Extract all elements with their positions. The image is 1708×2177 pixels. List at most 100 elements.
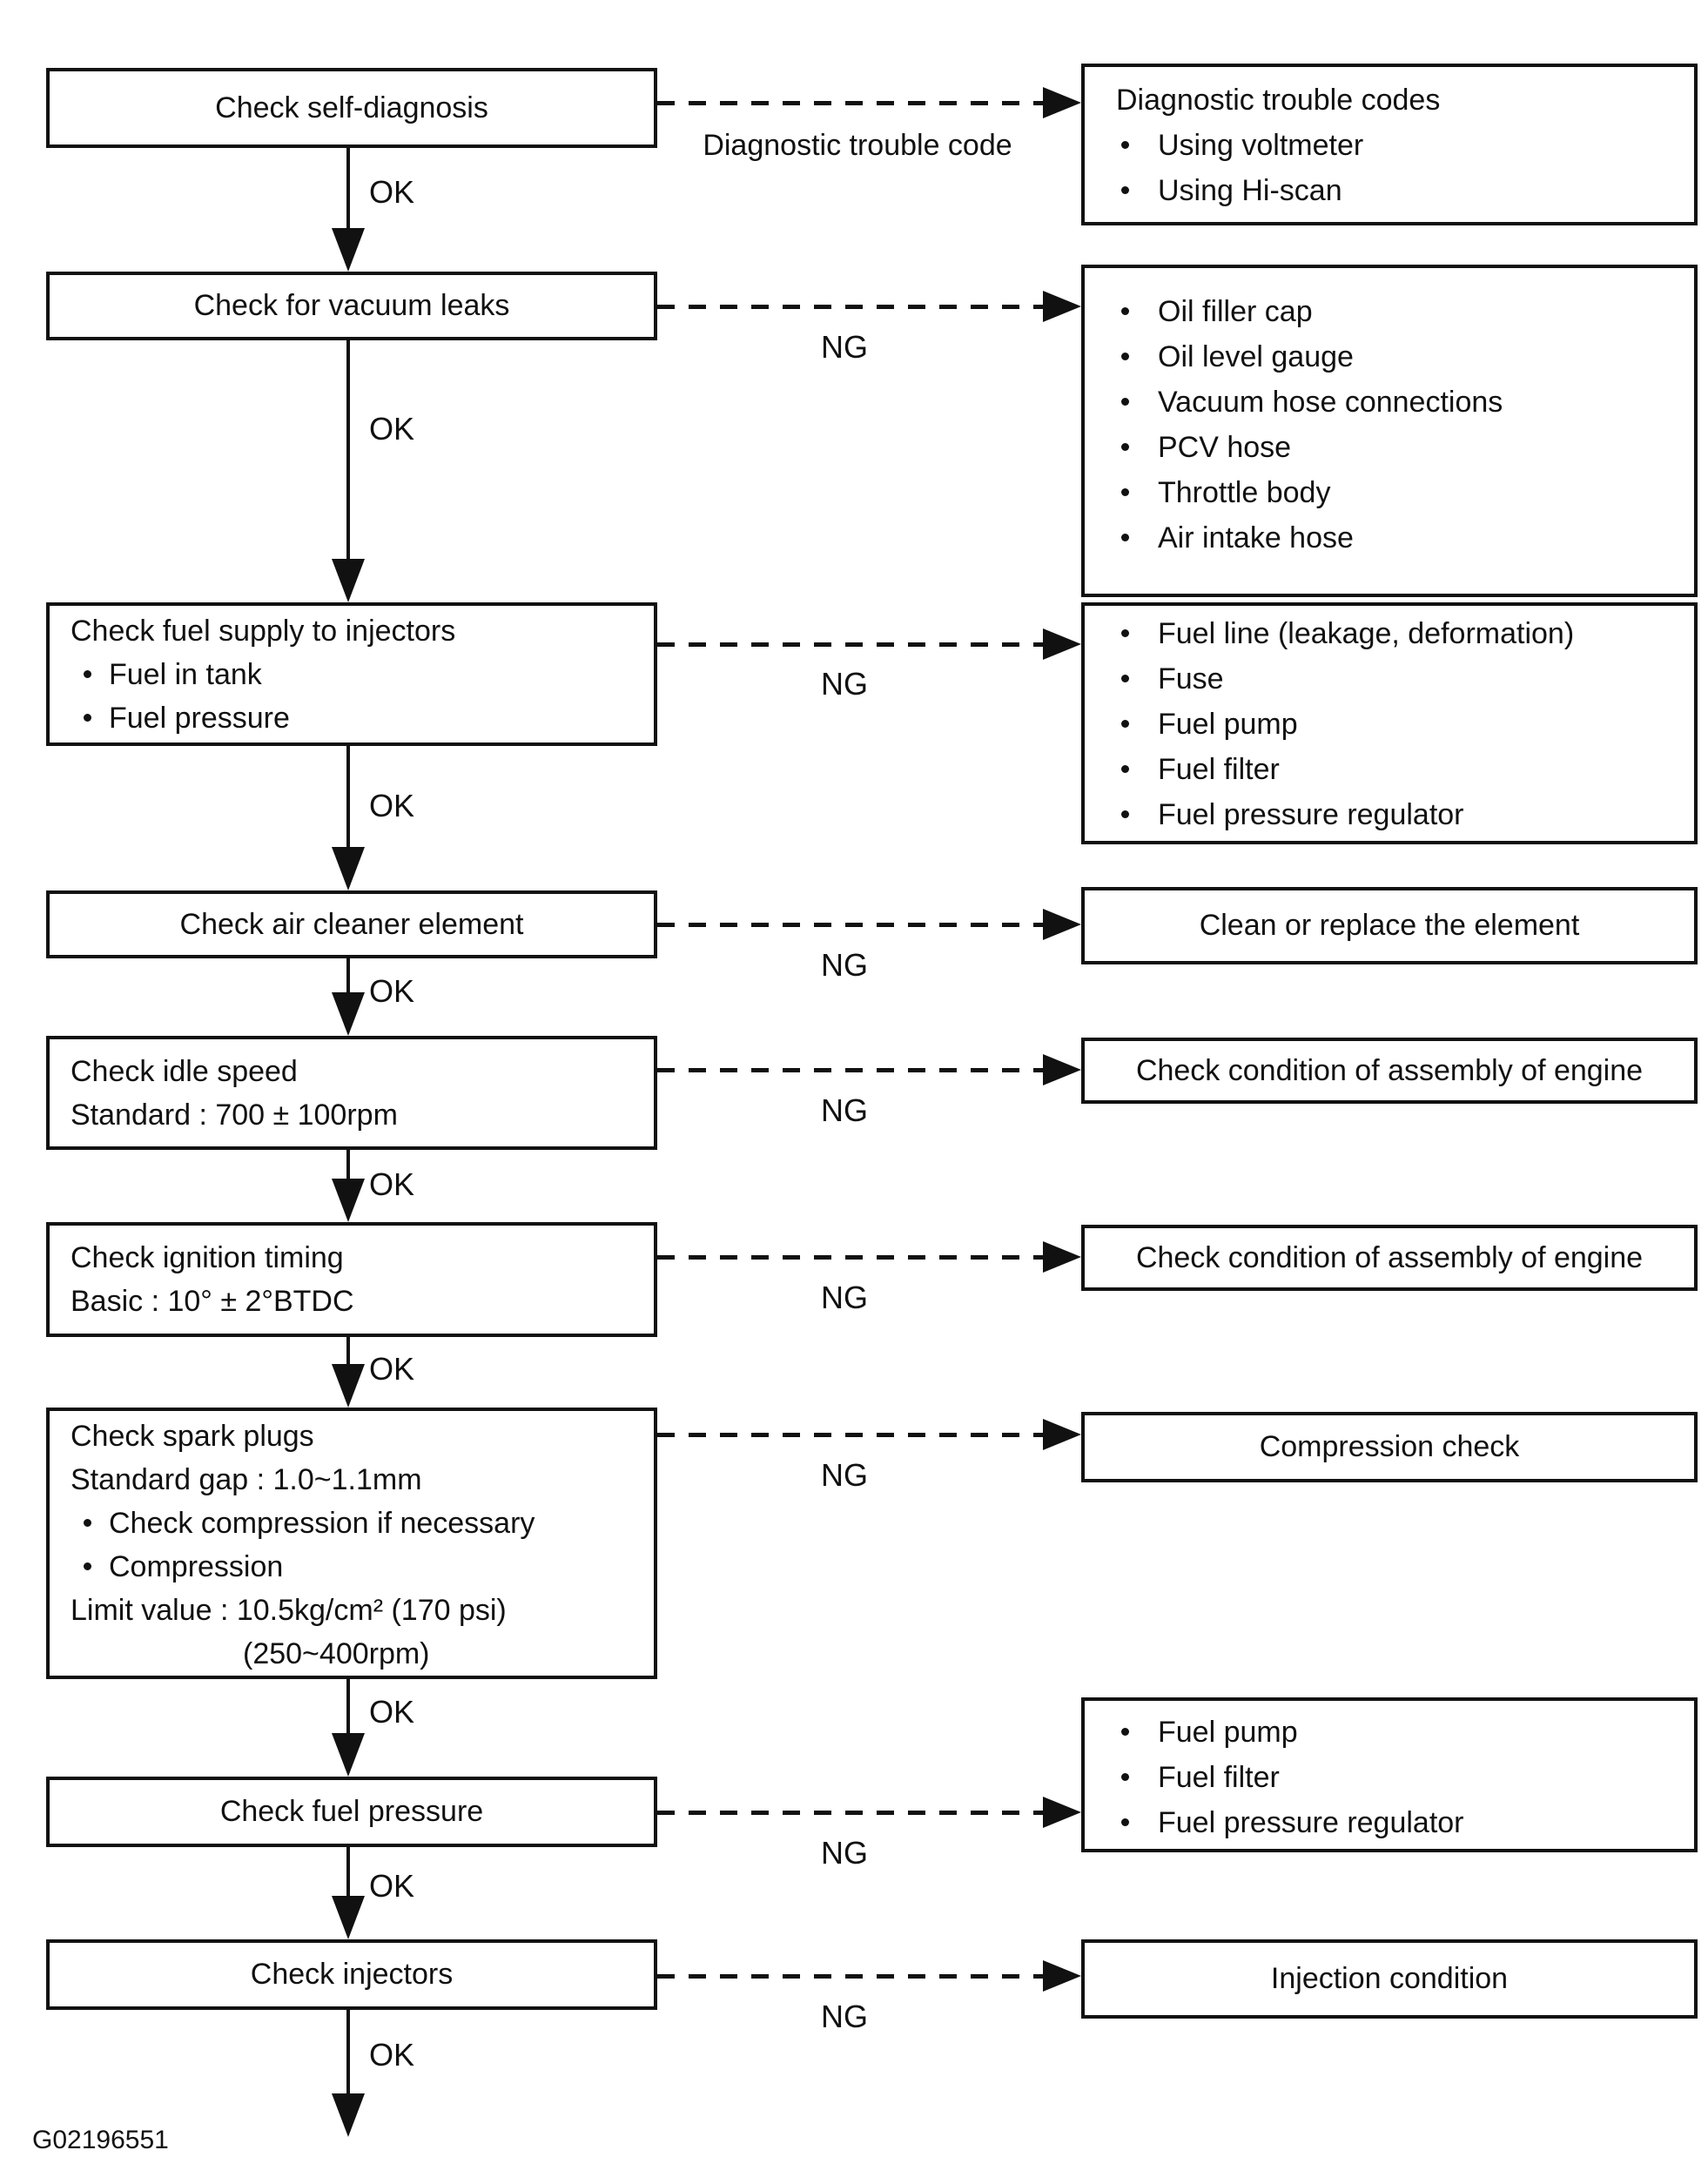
bullet-item: Using Hi-scan xyxy=(1085,168,1694,213)
bullet-item: Fuse xyxy=(1085,656,1694,702)
ng-connector-line xyxy=(657,642,1043,647)
result-box-clean-or-replace: Clean or replace the element xyxy=(1081,887,1698,964)
step-box-check-ignition-timing: Check ignition timing Basic : 10° ± 2°BT… xyxy=(46,1222,657,1337)
step-title: Check ignition timing xyxy=(71,1241,344,1274)
arrow-down-icon xyxy=(332,2093,365,2137)
result-box-diagnostic-trouble-codes: Diagnostic trouble codes Using voltmeter… xyxy=(1081,64,1698,225)
arrow-right-icon xyxy=(1043,1054,1081,1085)
ok-label: OK xyxy=(369,1868,415,1904)
ng-connector-line xyxy=(657,1068,1043,1072)
step-title: Check spark plugs xyxy=(71,1420,314,1453)
step-title: Check idle speed xyxy=(71,1055,298,1088)
step-title: Check fuel pressure xyxy=(219,1795,484,1829)
flow-arrow-line xyxy=(346,958,350,992)
ng-label: NG xyxy=(821,1280,868,1315)
ng-label: NG xyxy=(821,1835,868,1871)
step-box-check-fuel-supply: Check fuel supply to injectors Fuel in t… xyxy=(46,602,657,746)
arrow-down-icon xyxy=(332,228,365,272)
step-box-check-fuel-pressure: Check fuel pressure xyxy=(46,1777,657,1847)
ng-label: NG xyxy=(821,1457,868,1493)
bullet-item: Fuel line (leakage, deformation) xyxy=(1085,611,1694,656)
arrow-right-icon xyxy=(1043,87,1081,118)
flow-arrow-line xyxy=(346,340,350,559)
arrow-down-icon xyxy=(332,1896,365,1939)
ok-label: OK xyxy=(369,1351,415,1387)
arrow-right-icon xyxy=(1043,1419,1081,1450)
ng-connector-line xyxy=(657,1255,1043,1260)
arrow-right-icon xyxy=(1043,909,1081,940)
arrow-right-icon xyxy=(1043,1797,1081,1828)
bullet-item: Fuel in tank xyxy=(50,653,654,696)
bullet-item: Air intake hose xyxy=(1085,515,1694,561)
flow-arrow-line xyxy=(346,1847,350,1896)
result-box-fuel-supply-items: Fuel line (leakage, deformation) Fuse Fu… xyxy=(1081,602,1698,844)
ng-connector-line xyxy=(657,1811,1043,1815)
step-title: Check self-diagnosis xyxy=(215,91,488,124)
bullet-item: Throttle body xyxy=(1085,470,1694,515)
step-spec: Limit value : 10.5kg/cm² (170 psi) xyxy=(71,1594,507,1627)
step-spec: Standard gap : 1.0~1.1mm xyxy=(71,1463,422,1496)
step-box-check-idle-speed: Check idle speed Standard : 700 ± 100rpm xyxy=(46,1036,657,1150)
ok-label: OK xyxy=(369,174,415,210)
ok-label: OK xyxy=(369,1694,415,1730)
ng-label: NG xyxy=(821,1999,868,2034)
step-spec: Standard : 700 ± 100rpm xyxy=(71,1099,398,1132)
result-box-engine-assembly-1: Check condition of assembly of engine xyxy=(1081,1038,1698,1104)
step-title: Check for vacuum leaks xyxy=(193,289,510,323)
bullet-item: Vacuum hose connections xyxy=(1085,380,1694,425)
flow-arrow-line xyxy=(346,1337,350,1364)
ok-label: OK xyxy=(369,411,415,447)
bullet-item: PCV hose xyxy=(1085,425,1694,470)
ng-label: NG xyxy=(821,666,868,702)
step-box-check-spark-plugs: Check spark plugs Standard gap : 1.0~1.1… xyxy=(46,1408,657,1679)
ng-label: NG xyxy=(821,1092,868,1128)
arrow-down-icon xyxy=(332,1364,365,1408)
flow-arrow-line xyxy=(346,746,350,847)
flow-arrow-line xyxy=(346,148,350,228)
bullet-item: Compression xyxy=(50,1545,654,1589)
result-box-engine-assembly-2: Check condition of assembly of engine xyxy=(1081,1225,1698,1291)
ng-connector-line xyxy=(657,305,1043,309)
bullet-item: Using voltmeter xyxy=(1085,123,1694,168)
step-spec: Basic : 10° ± 2°BTDC xyxy=(71,1285,354,1318)
arrow-down-icon xyxy=(332,1733,365,1777)
bullet-item: Fuel filter xyxy=(1085,747,1694,792)
arrow-down-icon xyxy=(332,992,365,1036)
step-spec: (250~400rpm) xyxy=(243,1637,430,1670)
ng-label: NG xyxy=(821,947,868,983)
ng-connector-line xyxy=(657,923,1043,927)
flow-arrow-line xyxy=(346,1679,350,1733)
step-box-check-air-cleaner: Check air cleaner element xyxy=(46,890,657,958)
bullet-item: Fuel pressure xyxy=(50,696,654,740)
result-box-fuel-pressure-items: Fuel pump Fuel filter Fuel pressure regu… xyxy=(1081,1697,1698,1852)
ng-connector-line xyxy=(657,1433,1043,1437)
result-title: Check condition of assembly of engine xyxy=(1135,1053,1644,1087)
step-box-check-vacuum-leaks: Check for vacuum leaks xyxy=(46,272,657,340)
flow-arrow-line xyxy=(346,2010,350,2093)
result-title: Injection condition xyxy=(1270,1962,1509,1996)
bullet-item: Check compression if necessary xyxy=(50,1502,654,1545)
bullet-item: Oil level gauge xyxy=(1085,334,1694,380)
arrow-right-icon xyxy=(1043,1960,1081,1992)
result-title: Check condition of assembly of engine xyxy=(1135,1240,1644,1274)
arrow-down-icon xyxy=(332,847,365,890)
ok-label: OK xyxy=(369,973,415,1009)
result-title: Compression check xyxy=(1259,1430,1520,1464)
step-title: Check fuel supply to injectors xyxy=(71,615,456,648)
step-title: Check air cleaner element xyxy=(179,907,524,941)
bullet-item: Fuel pressure regulator xyxy=(1085,1800,1694,1845)
arrow-right-icon xyxy=(1043,628,1081,660)
ng-connector-line xyxy=(657,1974,1043,1979)
step-title: Check injectors xyxy=(250,1958,454,1992)
ok-label: OK xyxy=(369,1166,415,1202)
ok-label: OK xyxy=(369,2037,415,2073)
figure-code: G02196551 xyxy=(32,2126,169,2154)
result-title: Clean or replace the element xyxy=(1199,909,1580,943)
result-box-compression-check: Compression check xyxy=(1081,1412,1698,1482)
result-title: Diagnostic trouble codes xyxy=(1116,84,1441,117)
arrow-right-icon xyxy=(1043,291,1081,322)
step-box-check-self-diagnosis: Check self-diagnosis xyxy=(46,68,657,148)
flow-arrow-line xyxy=(346,1150,350,1179)
result-box-vacuum-leak-sources: Oil filler cap Oil level gauge Vacuum ho… xyxy=(1081,265,1698,597)
bullet-item: Fuel pump xyxy=(1085,1710,1694,1755)
